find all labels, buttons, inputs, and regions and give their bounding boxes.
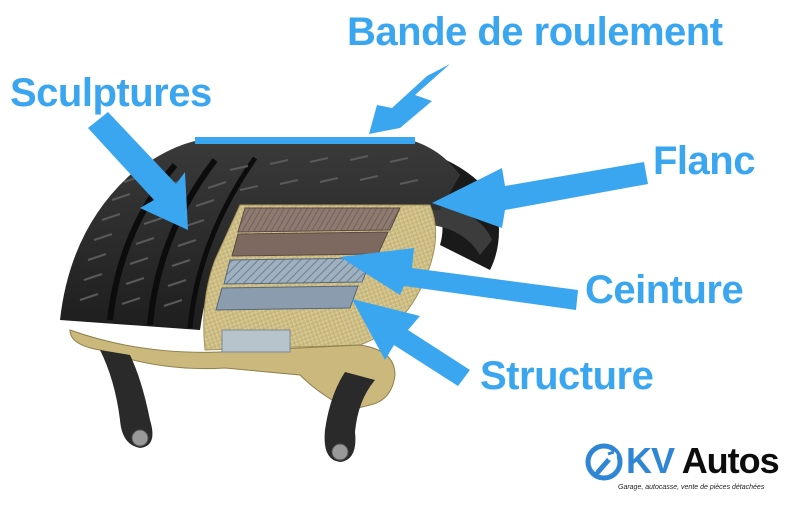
kv-autos-logo: KV Autos Garage, autocasse, vente de piè… — [582, 440, 782, 498]
label-sculptures: Sculptures — [10, 73, 212, 113]
logo-brand-kv: KV — [626, 440, 674, 481]
label-structure: Structure — [480, 356, 653, 396]
tread-width-bar — [195, 137, 415, 144]
logo-brand-autos: Autos — [682, 440, 779, 481]
logo-tagline: Garage, autocasse, vente de pièces détac… — [618, 484, 764, 491]
logo-brand: KV Autos — [626, 440, 779, 482]
label-flanc: Flanc — [653, 141, 755, 181]
arrow-bande — [369, 64, 450, 134]
label-ceinture: Ceinture — [585, 270, 743, 310]
belt-layer-top — [238, 208, 400, 232]
label-bande-de-roulement: Bande de roulement — [347, 12, 723, 52]
ply-layer-2 — [216, 286, 358, 310]
bead-left — [100, 350, 152, 448]
belt-layer-2 — [232, 232, 388, 256]
